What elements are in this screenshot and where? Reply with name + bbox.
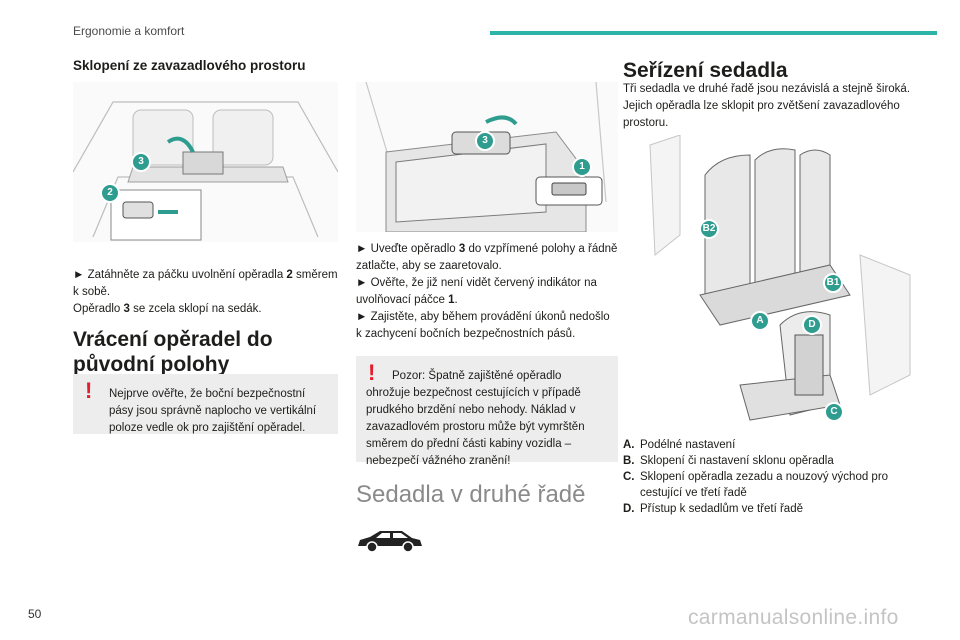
instruction-raise-backrest: ► Uveďte opěradlo 3 do vzpřímené polohy … — [356, 243, 618, 272]
second-row-seats-illustration — [649, 135, 911, 421]
callout-1: 1 — [572, 157, 592, 177]
warning-box-belts: ! Nejprve ověřte, že boční bezpečnostní … — [73, 374, 338, 434]
callout-3: 3 — [475, 131, 495, 151]
legend-item-a: A.Podélné nastavení — [623, 439, 736, 451]
seat-adjustment-intro: Tři sedadla ve druhé řadě jsou nezávislá… — [623, 83, 911, 129]
heading-second-row-seats: Sedadla v druhé řadě — [356, 481, 586, 508]
legend-item-d: D.Přístup k sedadlům ve třetí řadě — [623, 503, 803, 515]
car-silhouette-icon — [358, 531, 422, 553]
callout-b1: B1 — [823, 273, 843, 293]
callout-d: D — [802, 315, 822, 335]
heading-restore-backrests: Vrácení opěradel do původní polohy — [73, 328, 273, 376]
subheading-fold-from-trunk: Sklopení ze zavazadlového prostoru — [73, 58, 306, 73]
backrest-raise-illustration — [356, 82, 618, 232]
watermark: carmanualsonline.info — [688, 606, 899, 629]
header-accent-bar — [490, 31, 937, 35]
section-title: Ergonomie a komfort — [73, 24, 185, 38]
instruction-belts: ► Zajistěte, aby během provádění úkonů n… — [356, 311, 610, 340]
callout-c: C — [824, 402, 844, 422]
callout-3: 3 — [131, 152, 151, 172]
callout-a: A — [750, 311, 770, 331]
legend-item-b: B.Sklopení či nastavení sklonu opěradla — [623, 455, 834, 467]
page-number: 50 — [28, 607, 42, 621]
trunk-seat-fold-illustration — [73, 82, 338, 242]
instruction-check-indicator: ► Ověřte, že již není vidět červený indi… — [356, 277, 597, 306]
warning-icon: ! — [85, 378, 93, 403]
warning-box-backrest: ! Pozor: Špatně zajištěné opěradlo ohrož… — [356, 356, 618, 467]
warning-icon: ! — [368, 360, 376, 385]
callout-2: 2 — [100, 183, 120, 203]
callout-b2: B2 — [699, 219, 719, 239]
heading-seat-adjustment: Seřízení sedadla — [623, 59, 788, 82]
legend-item-c: C.Sklopení opěradla zezadu a nouzový výc… — [623, 471, 889, 499]
instruction-pull-lever: ► Zatáhněte za páčku uvolnění opěradla 2… — [73, 269, 338, 315]
